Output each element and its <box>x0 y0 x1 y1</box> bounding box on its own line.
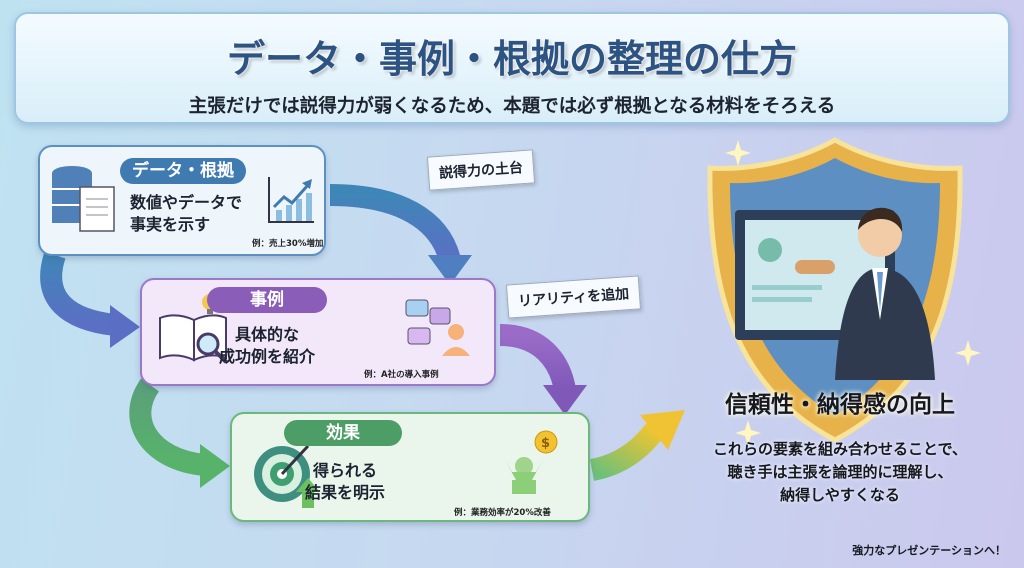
database-document-icon <box>52 166 115 232</box>
arrowhead <box>640 410 685 450</box>
card-text-line: 得られる <box>312 461 377 480</box>
arrowhead <box>200 444 230 488</box>
sparkle-icon <box>735 420 761 446</box>
card-text-line: 事実を示す <box>130 215 211 234</box>
card-effect: 効果 得られる 結果を明示 $ 例：業務効率が20%改善 <box>230 412 590 522</box>
chat-person-icon <box>405 299 470 356</box>
svg-text:$: $ <box>541 436 550 451</box>
result-line: 聴き手は主張を論理的に理解し、 <box>727 463 953 481</box>
happy-person-coin-icon: $ <box>504 430 558 494</box>
card-text-line: 具体的な <box>234 325 299 344</box>
result-description: これらの要素を組み合わせることで、 聴き手は主張を論理的に理解し、 納得しやすく… <box>670 438 1010 507</box>
growth-chart-icon <box>268 177 314 223</box>
card-label-data: データ・根拠 <box>120 158 246 184</box>
arrowhead <box>110 305 140 348</box>
arrowhead <box>428 255 472 285</box>
card-label-case: 事例 <box>207 287 327 313</box>
card-text-line: 結果を明示 <box>304 483 385 502</box>
arrow-data-to-case-left <box>40 251 117 336</box>
arrow-case-to-effect-right <box>499 324 576 393</box>
card-case-study: 事例 具体的な 成功例を紹介 例：A社の導入事例 <box>140 278 496 386</box>
card-text-line: 数値やデータで <box>130 193 243 212</box>
page-subtitle: 主張だけでは説得力が弱くなるため、本題では必ず根拠となる材料をそろえる <box>188 96 836 117</box>
result-line: 納得しやすくなる <box>780 486 900 504</box>
arrow-data-to-case-right <box>329 184 461 264</box>
target-arrow-icon <box>254 444 320 508</box>
arrow-case-to-effect-left <box>129 378 207 476</box>
card-example: 例：業務効率が20%改善 <box>454 508 551 518</box>
result-title: 信頼性・納得感の向上 <box>725 392 955 418</box>
footer-tagline: 強力なプレゼンテーションへ！ <box>852 544 1006 557</box>
card-text-line: 成功例を紹介 <box>218 347 315 366</box>
shield-illustration <box>707 137 981 446</box>
card-example: 例：売上30%増加 <box>252 239 324 249</box>
result-line: これらの要素を組み合わせることで、 <box>713 440 967 458</box>
card-data-evidence: データ・根拠 数値やデータで 事実を示す 例：売上30%増加 <box>38 145 326 256</box>
card-label-effect: 効果 <box>284 420 402 446</box>
arrowhead <box>543 385 587 415</box>
card-example: 例：A社の導入事例 <box>364 370 439 380</box>
arrow-effect-to-result <box>589 423 664 481</box>
page-title: データ・事例・根拠の整理の仕方 <box>226 37 797 81</box>
header-panel: データ・事例・根拠の整理の仕方 主張だけでは説得力が弱くなるため、本題では必ず根… <box>14 12 1010 124</box>
